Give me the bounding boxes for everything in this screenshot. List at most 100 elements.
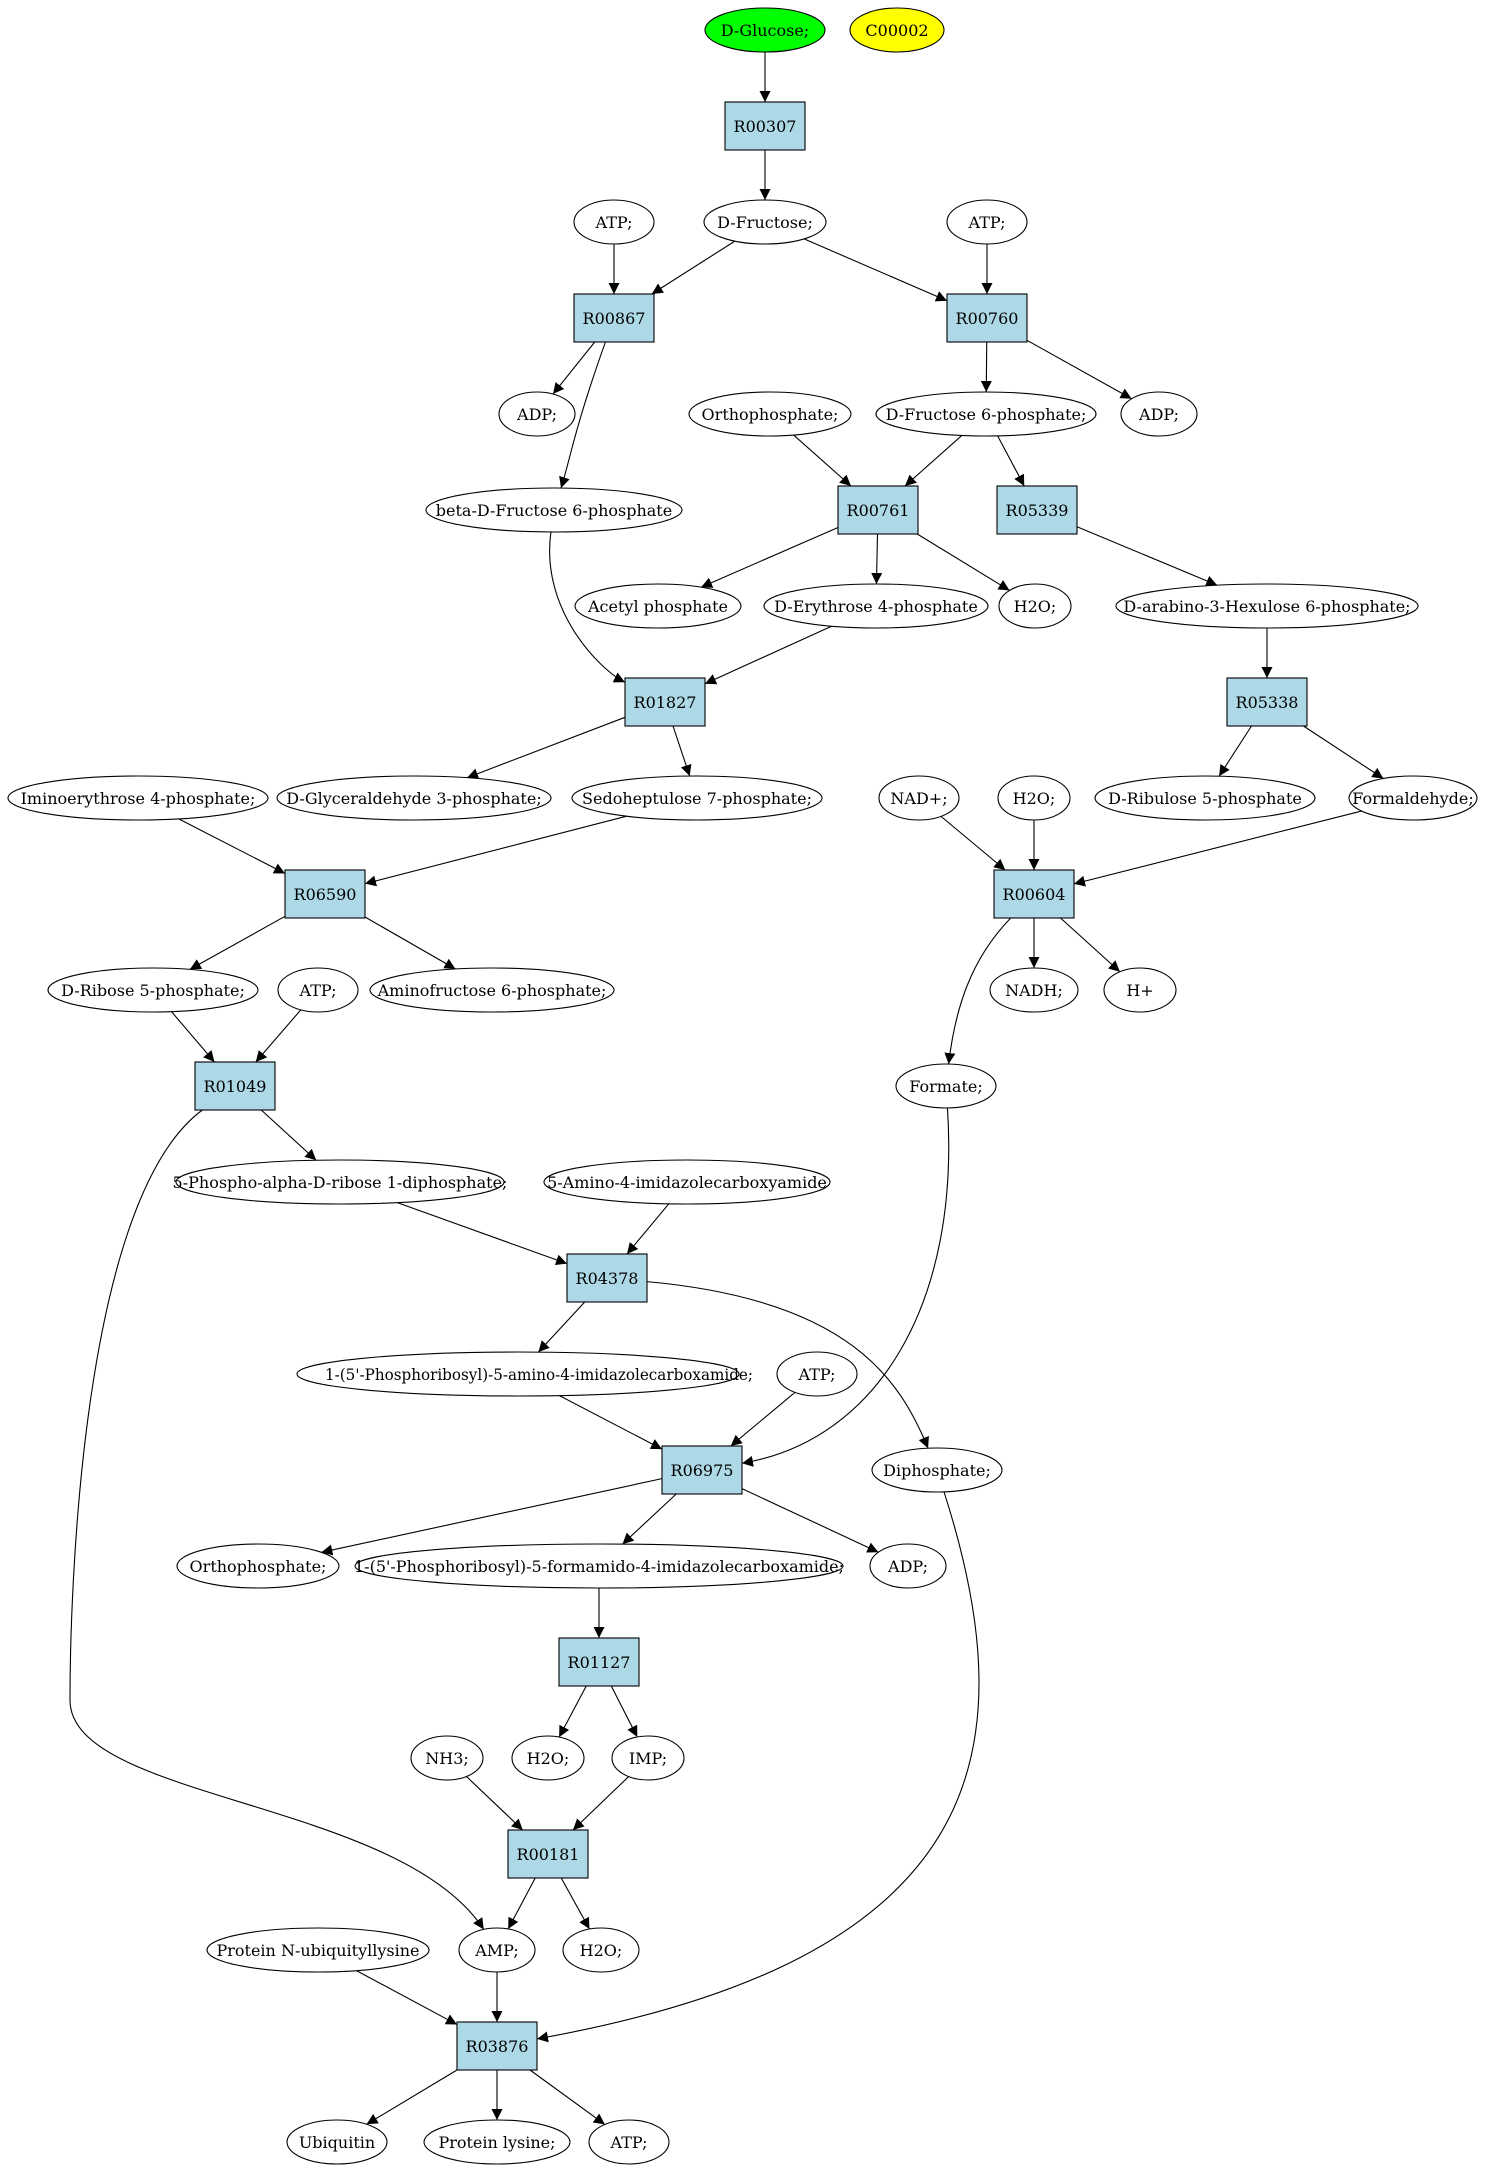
edge-betaf6p-to-r01827 xyxy=(549,531,626,683)
node-adp3[interactable]: ADP; xyxy=(869,1543,947,1589)
node-label: AMP; xyxy=(474,1941,519,1960)
node-orthophosphate2[interactable]: Orthophosphate; xyxy=(176,1543,340,1589)
node-label: Protein N-ubiquityllysine xyxy=(216,1941,419,1960)
compound-ellipse xyxy=(849,7,945,53)
node-label: 1-(5'-Phosphoribosyl)-5-formamido-4-imid… xyxy=(354,1557,844,1576)
compound-ellipse xyxy=(895,1063,997,1109)
node-label: ATP; xyxy=(798,1365,836,1384)
node-r01049[interactable]: R01049 xyxy=(194,1061,276,1111)
node-r05339[interactable]: R05339 xyxy=(996,485,1078,535)
node-aica[interactable]: 5-Amino-4-imidazolecarboxyamide xyxy=(543,1159,831,1205)
node-c00002[interactable]: C00002 xyxy=(849,7,945,53)
node-diphosphate[interactable]: Diphosphate; xyxy=(871,1447,1003,1493)
compound-ellipse xyxy=(763,583,989,629)
node-prpp[interactable]: 5-Phospho-alpha-D-ribose 1-diphosphate; xyxy=(173,1159,508,1205)
node-r01827[interactable]: R01827 xyxy=(624,677,706,727)
node-formate[interactable]: Formate; xyxy=(895,1063,997,1109)
node-glucose[interactable]: D-Glucose; xyxy=(704,7,826,53)
node-r04378[interactable]: R04378 xyxy=(566,1253,648,1303)
compound-ellipse xyxy=(47,967,259,1013)
node-hplus[interactable]: H+ xyxy=(1103,967,1177,1013)
node-label: H2O; xyxy=(580,1941,623,1960)
node-g3p[interactable]: D-Glyceraldehyde 3-phosphate; xyxy=(276,775,552,821)
node-h2o2[interactable]: H2O; xyxy=(997,775,1071,821)
edge-s7p-to-r06590 xyxy=(364,815,627,887)
node-fructose[interactable]: D-Fructose; xyxy=(703,199,827,245)
node-r00760[interactable]: R00760 xyxy=(946,293,1028,343)
node-betaf6p[interactable]: beta-D-Fructose 6-phosphate xyxy=(425,487,683,533)
node-r01127[interactable]: R01127 xyxy=(558,1637,640,1687)
node-f6p[interactable]: D-Fructose 6-phosphate; xyxy=(875,391,1097,437)
node-atp3[interactable]: ATP; xyxy=(277,967,359,1013)
node-label: R04378 xyxy=(576,1269,639,1288)
node-formaldehyde[interactable]: Formaldehyde; xyxy=(1348,775,1478,821)
node-hexulose[interactable]: D-arabino-3-Hexulose 6-phosphate; xyxy=(1115,583,1419,629)
node-nad[interactable]: NAD+; xyxy=(878,775,960,821)
node-ubiquitin[interactable]: Ubiquitin xyxy=(286,2119,388,2165)
node-r00761[interactable]: R00761 xyxy=(837,485,919,535)
node-r00307[interactable]: R00307 xyxy=(724,101,806,151)
node-h2o4[interactable]: H2O; xyxy=(562,1927,640,1973)
node-ribulose5p[interactable]: D-Ribulose 5-phosphate xyxy=(1094,775,1316,821)
node-h2o3[interactable]: H2O; xyxy=(511,1735,585,1781)
edge-r06590-to-aminofructose xyxy=(364,916,456,970)
node-label: D-Fructose; xyxy=(717,213,813,232)
node-label: ADP; xyxy=(516,405,557,424)
reaction-box xyxy=(996,485,1078,535)
node-proteinub[interactable]: Protein N-ubiquityllysine xyxy=(206,1927,430,1973)
node-atp2[interactable]: ATP; xyxy=(946,199,1028,245)
node-label: NADH; xyxy=(1005,981,1063,1000)
reaction-box xyxy=(661,1445,743,1495)
compound-ellipse xyxy=(946,199,1028,245)
edge-atp4-to-r06975 xyxy=(730,1391,796,1447)
node-r00181[interactable]: R00181 xyxy=(507,1829,589,1879)
node-r00867[interactable]: R00867 xyxy=(573,293,655,343)
node-proteinlys[interactable]: Protein lysine; xyxy=(423,2119,571,2165)
node-faicar[interactable]: 1-(5'-Phosphoribosyl)-5-formamido-4-imid… xyxy=(354,1543,844,1589)
node-label: H2O; xyxy=(1014,597,1057,616)
edge-r01049-to-prpp xyxy=(260,1109,317,1161)
node-r00604[interactable]: R00604 xyxy=(993,869,1075,919)
node-atp4[interactable]: ATP; xyxy=(776,1351,858,1397)
edge-r00181-to-amp xyxy=(507,1877,536,1930)
edge-r00761-to-acetylp xyxy=(700,526,839,588)
node-nadh[interactable]: NADH; xyxy=(989,967,1079,1013)
node-label: Formate; xyxy=(909,1077,983,1096)
node-h2o1[interactable]: H2O; xyxy=(998,583,1072,629)
node-adp2[interactable]: ADP; xyxy=(1120,391,1198,437)
node-aminofructose[interactable]: Aminofructose 6-phosphate; xyxy=(369,967,615,1013)
node-acetylp[interactable]: Acetyl phosphate xyxy=(574,583,742,629)
node-amp[interactable]: AMP; xyxy=(458,1927,536,1973)
compound-ellipse xyxy=(588,2119,670,2165)
node-atp1[interactable]: ATP; xyxy=(573,199,655,245)
node-r05338[interactable]: R05338 xyxy=(1226,677,1308,727)
node-r06975[interactable]: R06975 xyxy=(661,1445,743,1495)
node-adp1[interactable]: ADP; xyxy=(498,391,576,437)
node-imp[interactable]: IMP; xyxy=(611,1735,685,1781)
node-aicar[interactable]: 1-(5'-Phosphoribosyl)-5-amino-4-imidazol… xyxy=(296,1351,753,1397)
node-atp5[interactable]: ATP; xyxy=(588,2119,670,2165)
node-nh3[interactable]: NH3; xyxy=(410,1735,484,1781)
node-s7p[interactable]: Sedoheptulose 7-phosphate; xyxy=(571,775,823,821)
node-e4p[interactable]: D-Erythrose 4-phosphate xyxy=(763,583,989,629)
edge-r00867-to-betaf6p xyxy=(559,341,606,489)
compound-ellipse xyxy=(1103,967,1177,1013)
node-ribose5p[interactable]: D-Ribose 5-phosphate; xyxy=(47,967,259,1013)
compound-ellipse xyxy=(998,583,1072,629)
node-label: D-Ribulose 5-phosphate xyxy=(1108,789,1302,808)
node-r03876[interactable]: R03876 xyxy=(456,2021,538,2071)
node-label: C00002 xyxy=(865,21,928,40)
compound-ellipse xyxy=(703,199,827,245)
node-r06590[interactable]: R06590 xyxy=(284,869,366,919)
node-label: Sedoheptulose 7-phosphate; xyxy=(582,789,812,808)
compound-ellipse xyxy=(286,2119,388,2165)
compound-ellipse xyxy=(296,1351,740,1397)
node-iminoerythrose[interactable]: Iminoerythrose 4-phosphate; xyxy=(7,775,269,821)
node-label: R00760 xyxy=(956,309,1019,328)
compound-ellipse xyxy=(1120,391,1198,437)
node-label: ATP; xyxy=(299,981,337,1000)
reaction-box xyxy=(946,293,1028,343)
node-label: R03876 xyxy=(466,2037,529,2056)
node-orthophosphate1[interactable]: Orthophosphate; xyxy=(688,391,852,437)
node-label: Formaldehyde; xyxy=(1352,789,1474,808)
